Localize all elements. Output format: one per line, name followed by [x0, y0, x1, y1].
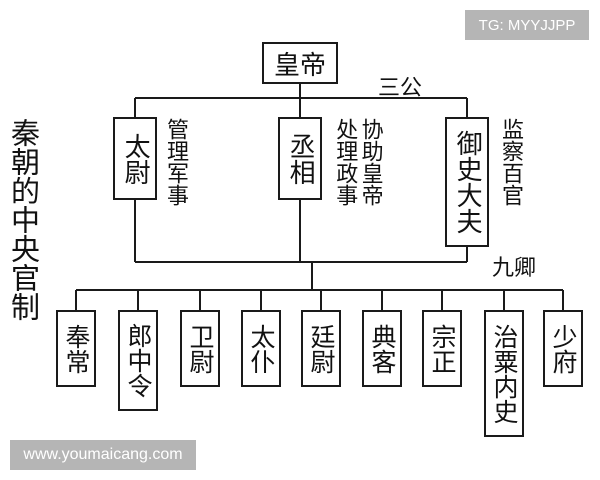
- san-gong-box-taiwei: 太尉: [113, 117, 157, 200]
- jiu-qing-box-taipu: 太仆: [241, 310, 281, 387]
- watermark-bottom: www.youmaicang.com: [10, 440, 196, 470]
- emperor-box: 皇帝: [262, 42, 338, 84]
- jiu-qing-box-weiwei: 卫尉: [180, 310, 220, 387]
- jiu-qing-box-zongzheng: 宗正: [422, 310, 462, 387]
- san-gong-box-yushidafu: 御史大夫: [445, 117, 489, 247]
- jiu-qing-box-tingwei: 廷尉: [301, 310, 341, 387]
- watermark-top: TG: MYYJJPP: [465, 10, 589, 40]
- san-gong-box-chengxiang: 丞相: [278, 117, 322, 200]
- san-gong-label: 三公: [378, 76, 423, 101]
- san-gong-duty-yushidafu: 监察百官: [498, 118, 523, 206]
- jiu-qing-box-fengchang: 奉常: [56, 310, 96, 387]
- jiu-qing-box-zhisuneishi: 治粟内史: [484, 310, 524, 437]
- san-gong-duty-chengxiang: 协助皇帝处理政事: [332, 118, 383, 206]
- jiu-qing-label: 九卿: [492, 256, 537, 281]
- jiu-qing-box-dianke: 典客: [362, 310, 402, 387]
- diagram-title: 秦朝的中央官制: [6, 118, 41, 321]
- jiu-qing-box-shaofu: 少府: [543, 310, 583, 387]
- san-gong-duty-taiwei: 管理军事: [163, 118, 188, 206]
- jiu-qing-box-langzhongling: 郎中令: [118, 310, 158, 411]
